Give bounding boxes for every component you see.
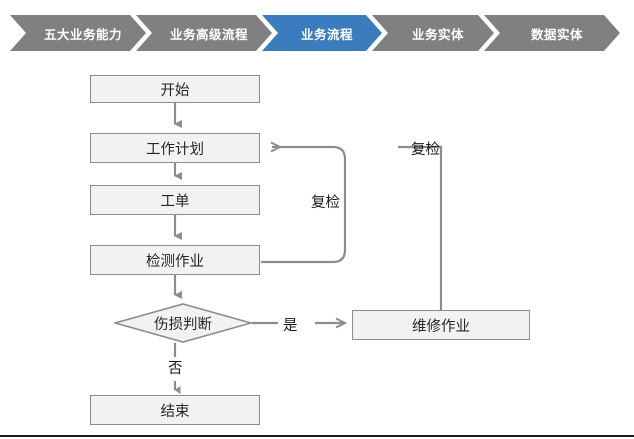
breadcrumb-item-high-level-process[interactable]: 业务高级流程 [136, 15, 272, 51]
node-start[interactable]: 开始 [90, 75, 260, 103]
breadcrumb-item-label: 数据实体 [530, 26, 583, 42]
breadcrumb-item-label: 业务流程 [300, 26, 353, 42]
node-label: 伤损判断 [154, 316, 212, 333]
edge-label-recheck-outer: 复检 [411, 142, 440, 158]
breadcrumb-item-label: 业务高级流程 [169, 26, 248, 42]
node-work-plan[interactable]: 工作计划 [90, 133, 260, 163]
node-work-order[interactable]: 工单 [90, 185, 260, 215]
node-label: 工作计划 [146, 141, 204, 158]
node-label: 检测作业 [146, 253, 204, 270]
connector-repair-recheck-loop [398, 145, 443, 310]
node-inspection[interactable]: 检测作业 [90, 245, 260, 275]
node-label: 维修作业 [412, 318, 470, 335]
breadcrumb-item-data-entity[interactable]: 数据实体 [484, 15, 620, 51]
node-label: 工单 [160, 193, 190, 210]
node-damage-decision[interactable]: 伤损判断 [114, 303, 252, 343]
edge-label-yes: 是 [283, 318, 298, 334]
edge-label-no: 否 [168, 361, 183, 377]
node-end[interactable]: 结束 [90, 395, 260, 425]
node-repair[interactable]: 维修作业 [352, 310, 530, 340]
breadcrumb-item-label: 五大业务能力 [43, 26, 122, 42]
breadcrumb-item-capabilities[interactable]: 五大业务能力 [10, 15, 146, 51]
node-label: 结束 [160, 403, 190, 420]
breadcrumb-item-business-process[interactable]: 业务流程 [262, 15, 382, 51]
bottom-divider [0, 435, 634, 437]
node-label: 开始 [160, 82, 190, 99]
breadcrumb: 五大业务能力 业务高级流程 业务流程 业务实体 数据实体 [0, 0, 634, 62]
edge-label-recheck-inner: 复检 [311, 195, 340, 211]
breadcrumb-item-business-entity[interactable]: 业务实体 [372, 15, 494, 51]
breadcrumb-item-label: 业务实体 [411, 26, 464, 42]
